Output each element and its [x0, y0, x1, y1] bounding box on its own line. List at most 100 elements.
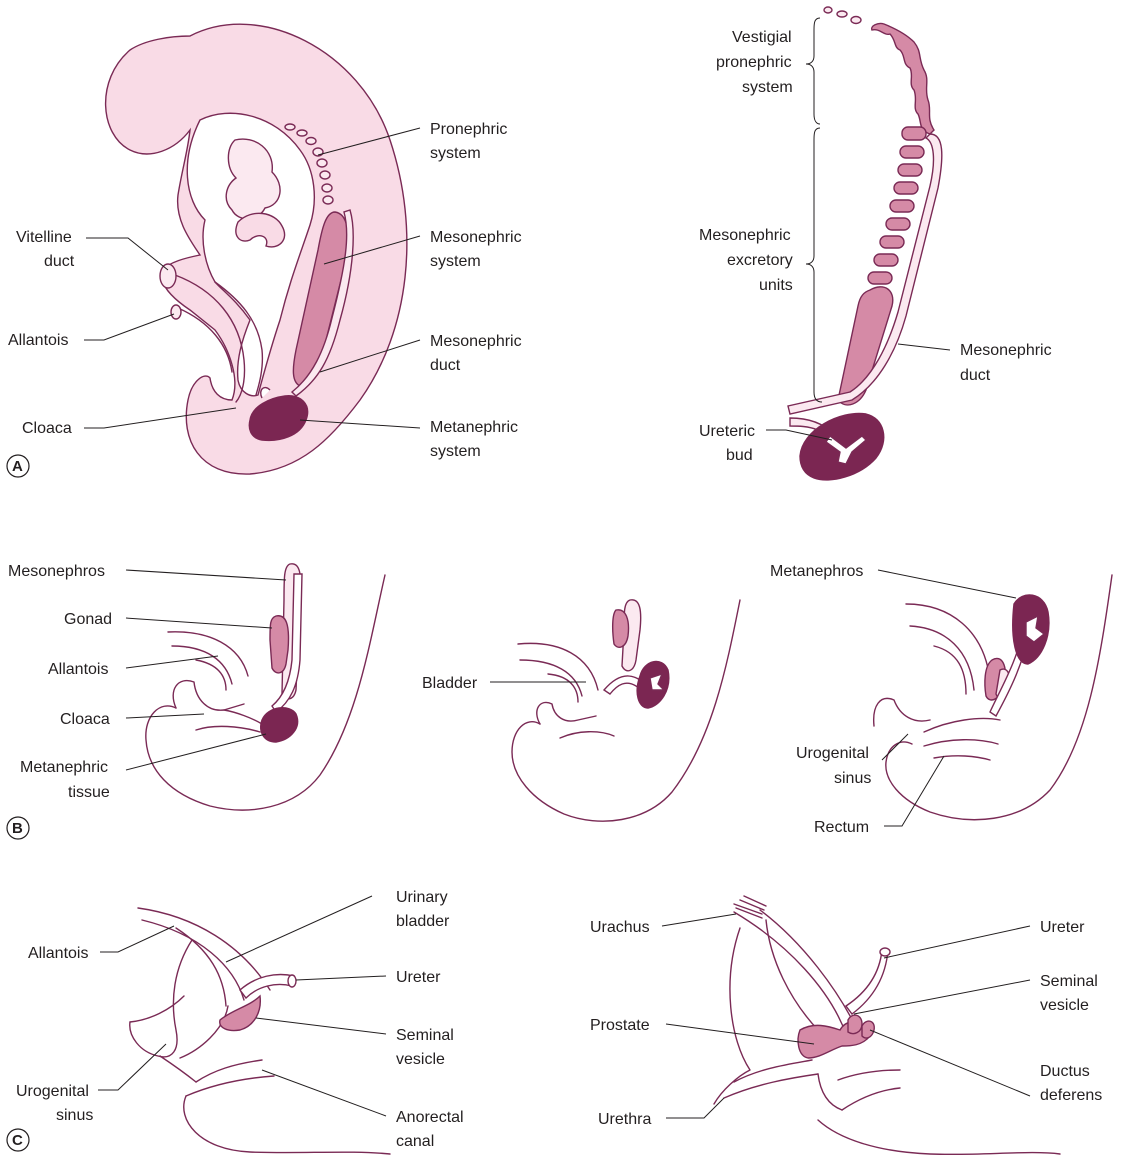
c2-rectum	[818, 1120, 1060, 1154]
panel-b-stage-1-labels: Mesonephros Gonad Allantois Cloaca Metan…	[7, 563, 286, 839]
label-seminal-vesicle-c1-2: vesicle	[396, 1051, 445, 1068]
label-ureteric-bud-2: bud	[726, 447, 753, 464]
c1-rectum	[184, 1096, 390, 1154]
panel-b-stage-1	[146, 564, 385, 810]
label-mesonephric-duct-1: Mesonephric	[430, 333, 522, 350]
b3-septum	[924, 719, 1000, 733]
label-urogenital-sinus-b-2: sinus	[834, 770, 871, 787]
b1-allantois-2	[172, 646, 232, 684]
panel-a-badge: A	[12, 458, 23, 475]
label-mesonephric-duct-detail-1: Mesonephric	[960, 342, 1052, 359]
label-bladder: Bladder	[422, 675, 478, 692]
label-seminal-vesicle-c1-1: Seminal	[396, 1027, 454, 1044]
b1-metanephric-tissue	[261, 708, 298, 742]
c1-allantois-2	[142, 920, 244, 1000]
label-excretory-units-3: units	[759, 277, 793, 294]
label-mesonephric-system-2: system	[430, 253, 481, 270]
c1-ureter	[240, 975, 294, 998]
vestigial-pronephric-tubules	[824, 7, 861, 24]
label-gonad: Gonad	[64, 611, 112, 628]
label-metanephric-system-1: Metanephric	[430, 419, 518, 436]
c1-sinus-upper	[130, 996, 184, 1022]
label-urachus: Urachus	[590, 919, 650, 936]
brace-mesonephric-units	[806, 128, 822, 402]
label-vitelline-duct-2: duct	[44, 253, 75, 270]
label-vestigial-2: pronephric	[716, 54, 792, 71]
c2-urachus-1	[734, 912, 846, 1034]
label-ductus-deferens-2: deferens	[1040, 1087, 1102, 1104]
label-seminal-vesicle-c2-1: Seminal	[1040, 973, 1098, 990]
label-prostate: Prostate	[590, 1017, 650, 1034]
panel-c-badge: C	[12, 1132, 23, 1149]
label-mesonephric-duct-2: duct	[430, 357, 461, 374]
label-seminal-vesicle-c2-2: vesicle	[1040, 997, 1089, 1014]
c1-sinus-lower	[160, 1056, 196, 1082]
c1-ureter-end	[288, 975, 296, 987]
label-vestigial-3: system	[742, 79, 793, 96]
c1-urethra	[180, 1006, 228, 1058]
label-metanephric-tissue-2: tissue	[68, 784, 110, 801]
label-urethra: Urethra	[598, 1111, 651, 1128]
c2-urachus-2	[760, 910, 862, 1040]
b1-gonad	[270, 616, 289, 673]
panel-a-detail-labels: Vestigial pronephric system Mesonephric …	[699, 29, 1052, 464]
b1-cloaca-floor	[224, 710, 262, 724]
panel-c-stage-2	[714, 896, 1060, 1154]
b3-rectum-wall	[924, 740, 998, 746]
b2-floor	[560, 732, 614, 738]
b1-body-wall	[146, 575, 385, 810]
label-rectum: Rectum	[814, 819, 869, 836]
label-vestigial-1: Vestigial	[732, 29, 792, 46]
c1-bladder-wall	[130, 940, 192, 1057]
panel-b-stage-3	[874, 575, 1112, 820]
label-urogenital-sinus-c-1: Urogenital	[16, 1083, 89, 1100]
label-allantois-b: Allantois	[48, 661, 108, 678]
label-urogenital-sinus-c-2: sinus	[56, 1107, 93, 1124]
c2-ureter-end	[880, 948, 890, 956]
label-anorectal-canal-2: canal	[396, 1133, 434, 1150]
c1-allantois-3	[176, 928, 226, 1006]
panel-c-stage-1	[130, 908, 390, 1154]
label-allantois-a: Allantois	[8, 332, 68, 349]
label-cloaca-b: Cloaca	[60, 711, 110, 728]
label-ureter-c2: Ureter	[1040, 919, 1085, 936]
brace-vestigial	[806, 18, 820, 124]
c2-rectum-upper	[842, 1088, 900, 1110]
excretory-system-detail	[788, 7, 942, 480]
detail-braces	[806, 18, 822, 402]
b1-cloaca-floor-2	[196, 726, 260, 732]
panel-b-badge: B	[12, 820, 23, 837]
label-urogenital-sinus-b-1: Urogenital	[796, 745, 869, 762]
label-metanephros: Metanephros	[770, 563, 863, 580]
label-mesonephros: Mesonephros	[8, 563, 105, 580]
allantois-opening	[171, 305, 181, 319]
c1-allantois-1	[138, 908, 270, 990]
c1-anorectal-2	[186, 1076, 274, 1096]
label-excretory-units-2: excretory	[727, 252, 793, 269]
b1-cloaca-wall	[173, 681, 244, 711]
c2-seminal-vesicle	[848, 1015, 862, 1034]
label-pronephric-system-2: system	[430, 145, 481, 162]
label-anorectal-canal-1: Anorectal	[396, 1109, 464, 1126]
label-ureter-c1: Ureter	[396, 969, 441, 986]
label-metanephric-system-2: system	[430, 443, 481, 460]
b2-gonad	[613, 610, 629, 647]
embryo-drawing	[106, 24, 407, 474]
label-pronephric-system-1: Pronephric	[430, 121, 507, 138]
label-urinary-bladder-2: bladder	[396, 913, 450, 930]
b2-allantois-2	[520, 660, 582, 696]
label-mesonephric-system-1: Mesonephric	[430, 229, 522, 246]
panel-c-stage-2-labels: Urachus Ureter Seminal vesicle Prostate …	[590, 914, 1102, 1128]
label-ductus-deferens-1: Ductus	[1040, 1063, 1090, 1080]
vestigial-pronephric-comb	[872, 23, 934, 134]
c2-rectum-upper-2	[838, 1070, 900, 1080]
label-excretory-units-1: Mesonephric	[699, 227, 791, 244]
panel-b-stage-2	[512, 600, 740, 821]
label-ureteric-bud-1: Ureteric	[699, 423, 755, 440]
c2-ureter	[846, 950, 888, 1014]
vitelline-duct-opening	[160, 264, 176, 288]
label-metanephric-tissue-1: Metanephric	[20, 759, 108, 776]
b3-sinus-wall	[874, 698, 930, 726]
